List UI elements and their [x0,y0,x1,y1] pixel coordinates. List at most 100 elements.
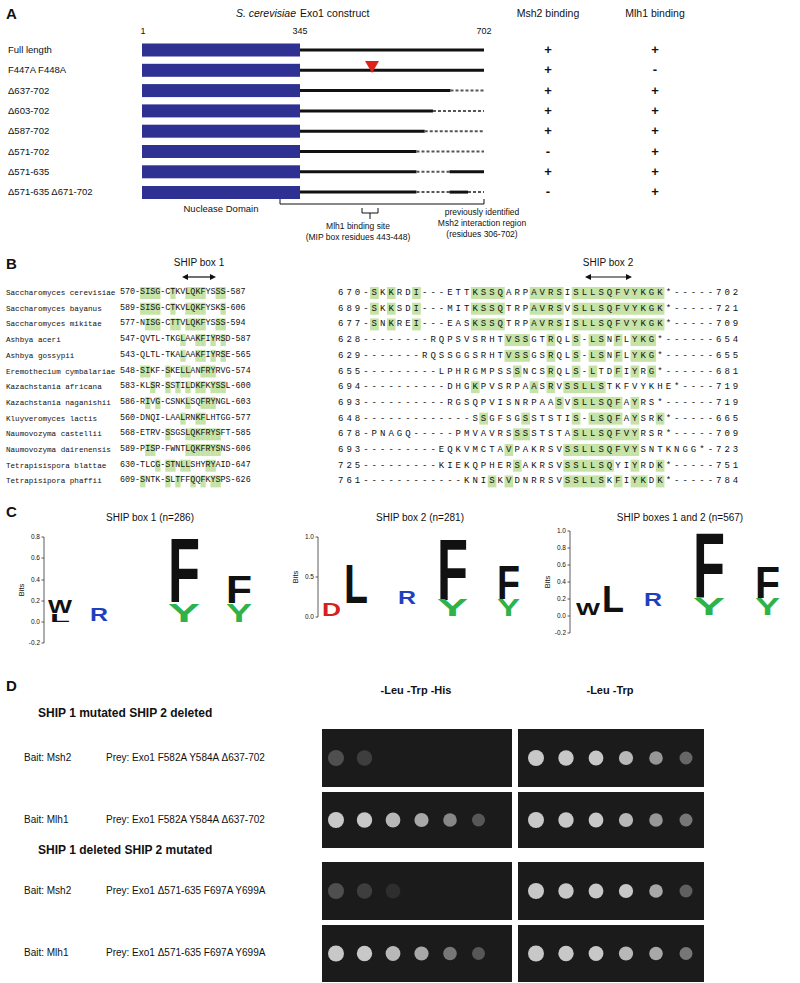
sequence-text: 543-QLTL-TKALAAKFIYRSE-565 [120,351,251,361]
axis-title: Bits [544,576,553,589]
tick-label: 0.0 [305,613,314,620]
yeast-spot [649,884,663,898]
sequence-text: 678-PNAGQ-----PMVAVRSSSSTSTASLLSQFVYRSR*… [338,429,741,439]
logo-title: SHIP box 1 (n=286) [106,512,194,524]
tick-label: 0.4 [31,576,40,583]
yeast-spot [619,946,633,960]
construct-name: Δ571-635 [8,166,49,177]
c-terminal-region [300,109,433,112]
sequence-text: 677-SNKREI---EASKSSQTRPAVRSISLLSQFVYKGK*… [338,319,741,329]
yeast-spot [328,750,344,766]
plate-photo [322,862,512,920]
yeast-spot [472,814,485,827]
axis-tick [568,616,571,617]
c-terminal-region [300,89,450,92]
tick-label: 1.0 [557,527,566,534]
logo-letter: Y [168,600,200,626]
yeast-spot [386,813,401,828]
axis-title: Bits [18,584,27,597]
binding-result: + [651,43,659,58]
construct-name: Δ603-702 [8,105,49,116]
binding-result: + [544,164,552,179]
yeast-spot [414,813,428,827]
domain-box: Nuclease Domain [142,186,300,199]
yeast-spot [328,812,344,828]
deleted-region [416,171,449,173]
logo-letter: R [398,588,416,607]
yeast-spot [528,812,544,828]
binding-result: + [544,63,552,78]
region-note: (MIP box residues 443-448) [306,233,411,243]
binding-result: + [544,124,552,139]
yeast-spot [443,947,457,961]
sequence-text: 694----------DHGKPVSRPAASRVSSLLSTKFVYKHE… [338,382,741,392]
tick-label: 0.6 [31,554,40,561]
mutation-marker [365,61,379,73]
species-name: Saccharomyces bayanus [6,304,102,313]
logo-letter: R [90,605,108,624]
deleted-region [425,130,484,132]
nuclease-domain-bar [142,145,300,158]
tick-label: 0.2 [31,597,40,604]
construct-name: F447A F448A [8,65,66,76]
logo-letter: W [576,601,600,617]
logo-letter: R [644,590,662,609]
prey-label: Prey: Exo1 F582A Y584A Δ637-702 [106,752,265,764]
yeast-spot [649,947,663,961]
species-name: Ashbya gossypii [6,351,74,360]
bait-label: Bait: Mlh1 [24,814,68,826]
sequence-text: 648-------------SSGFSGSSTSTIS-LSQFAYSRK*… [338,413,741,423]
sequence-text: 548-SIKF-SKELLANFRYRVG-574 [120,367,251,377]
species-name: Naumovozyma dairenensis [6,446,111,455]
yeast-spot [357,946,372,961]
panel-letter: C [6,503,17,520]
tick-label: 0.5 [305,573,314,580]
bait-label: Bait: Msh2 [24,885,71,897]
region-note: Mlh1 binding site [326,222,390,232]
binding-result: + [651,164,659,179]
species-name: Eremothecium cymbalariae [6,367,115,376]
prey-label: Prey: Exo1 Δ571-635 F697A Y699A [106,947,265,959]
nuclease-domain-bar [142,44,300,57]
c-terminal-region [449,170,484,173]
sequence-text: 689-SKKSDI---MITKSSQTRPAVRSVSLLSQFVYKGK*… [338,304,741,314]
species-name: Kazachstania naganishii [6,399,111,408]
domain-label: Nuclease Domain [184,203,259,214]
binding-result: + [651,144,659,159]
sequence-text: 761------------KNISKVDNRRSVSSLLSKFIYKDK*… [338,476,741,486]
c-terminal-region [300,150,416,153]
construct-name: Full length [8,45,52,56]
residue-number: 1 [140,26,145,36]
sequence-text: 577-NISG-CTTVLQKFYSSS-594 [120,320,246,330]
axis-tick [316,577,319,578]
sequence-text: 693----------RGSQPVISNRPAASVSLLSQFAYRS*-… [338,398,741,408]
nuclease-domain-bar [142,125,300,138]
nuclease-domain-bar [142,165,300,178]
c-terminal-region [449,191,468,194]
sequence-text: 630-TLCG-STNLLSHYRYAID-647 [120,461,251,471]
yeast-spot [589,751,604,766]
yeast-spot [386,946,401,961]
plate-photo [322,925,512,982]
construct-name: Δ637-702 [8,85,49,96]
mip-box-bracket [362,208,378,219]
header-text: S. cerevisiae [236,7,296,19]
yeast-spot [680,752,693,765]
yeast-spot [558,750,573,765]
arrow-head [210,274,216,280]
c-terminal-region [300,130,425,133]
c-terminal-region [300,191,416,194]
deleted-region [468,191,484,193]
binding-result: + [544,83,552,98]
binding-result: + [651,83,659,98]
plate-photo [518,729,704,787]
yeast-spot [589,813,604,828]
deleted-region [433,110,484,112]
axis-tick [42,580,45,581]
yeast-spot [619,751,633,765]
yeast-spot [589,946,604,961]
region-note: previously identified [445,208,520,218]
yeast-spot [649,813,663,827]
sequence-text: 655---------LPHRGMPSSSNCSRQLS-LTDFIYRG*-… [338,366,741,376]
